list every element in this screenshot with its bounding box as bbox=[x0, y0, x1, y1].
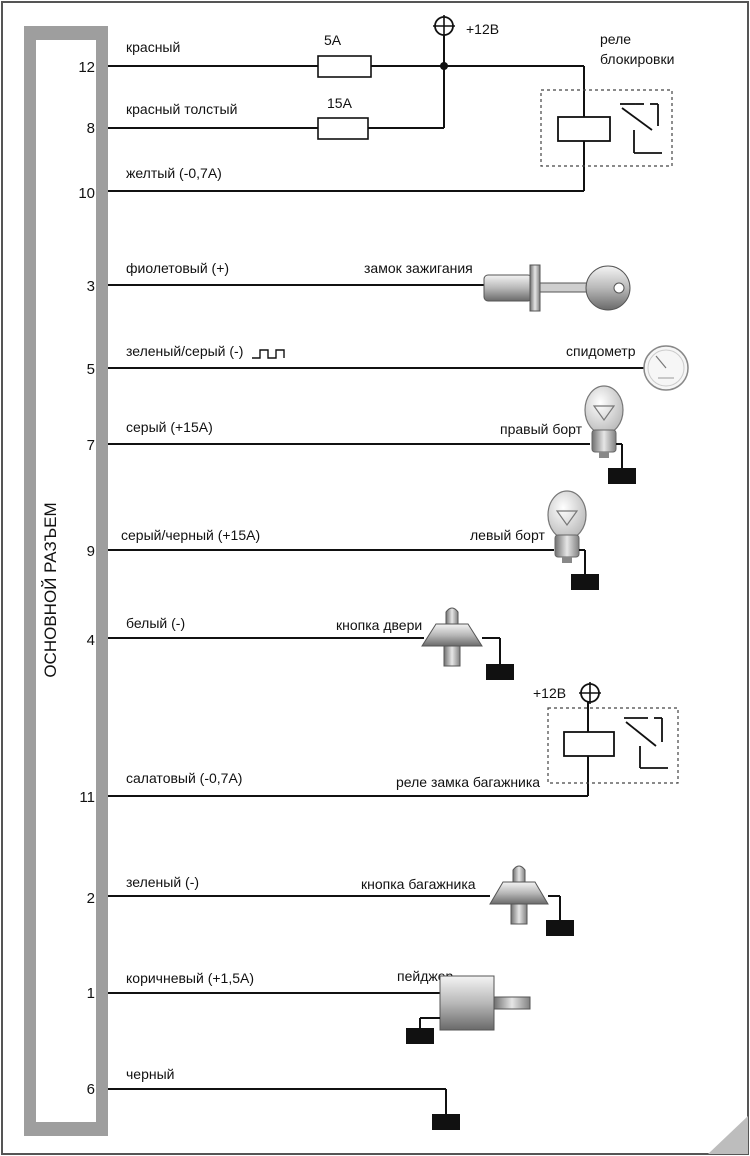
device-label: кнопка двери bbox=[336, 617, 422, 633]
wire-label: салатовый (-0,7А) bbox=[126, 770, 242, 786]
pin-number: 8 bbox=[87, 120, 95, 137]
trunk-button-section bbox=[108, 865, 574, 936]
door-button-section bbox=[108, 607, 514, 680]
device-label: реле замка багажника bbox=[396, 774, 540, 790]
pin-number: 10 bbox=[78, 185, 95, 202]
door-switch-icon bbox=[421, 607, 483, 667]
wire-label: черный bbox=[126, 1066, 174, 1082]
supply-12v-symbol bbox=[433, 15, 455, 37]
wire-label: красный bbox=[126, 39, 180, 55]
supply-label: +12В bbox=[466, 21, 499, 37]
device-label: замок зажигания bbox=[364, 260, 473, 276]
bulb-icon bbox=[547, 490, 587, 563]
power-section bbox=[108, 15, 673, 192]
connector-label: ОСНОВНОЙ РАЗЪЕМ bbox=[41, 502, 60, 677]
device-label: левый борт bbox=[470, 527, 545, 543]
speedometer-icon bbox=[643, 345, 689, 391]
fuse-rating: 5А bbox=[324, 32, 342, 48]
corner-fold bbox=[708, 1116, 748, 1154]
wire-label: белый (-) bbox=[126, 615, 185, 631]
ground-icon bbox=[486, 664, 514, 680]
pin-number: 7 bbox=[87, 437, 95, 454]
device-label: спидометр bbox=[566, 343, 636, 359]
relay-block-label: реле bbox=[600, 31, 631, 47]
wire-label: зеленый (-) bbox=[126, 874, 199, 890]
ground-icon bbox=[608, 468, 636, 484]
fuse-5a bbox=[317, 55, 372, 78]
pin-number: 2 bbox=[87, 890, 95, 907]
pin-number: 12 bbox=[78, 59, 95, 76]
wire-label: фиолетовый (+) bbox=[126, 260, 229, 276]
junction-dot bbox=[440, 62, 448, 70]
wire-label: коричневый (+1,5А) bbox=[126, 970, 254, 986]
ground-icon bbox=[406, 1028, 434, 1044]
main-connector: ОСНОВНОЙ РАЗЪЕМ bbox=[24, 26, 108, 1136]
right-lamp-section bbox=[108, 385, 636, 484]
ground-icon bbox=[546, 920, 574, 936]
wire-label: желтый (-0,7А) bbox=[126, 165, 222, 181]
trunk-switch-icon bbox=[489, 865, 549, 925]
pin-number: 6 bbox=[87, 1081, 95, 1098]
ground-wire-section bbox=[108, 1088, 460, 1130]
wire-label: зеленый/серый (-) bbox=[126, 343, 243, 359]
pulse-signal-icon bbox=[252, 349, 285, 359]
ignition-lock-section bbox=[108, 264, 631, 312]
supply-label: +12В bbox=[533, 685, 566, 701]
blocking-relay bbox=[540, 89, 673, 167]
pin-numbers: 12 8 10 3 5 7 9 4 11 2 1 6 bbox=[78, 59, 95, 1098]
fuse-15a bbox=[317, 117, 369, 140]
bulb-icon bbox=[584, 385, 624, 458]
device-label: пейджер bbox=[397, 968, 454, 984]
pager-section bbox=[108, 975, 531, 1044]
trunk-relay bbox=[547, 707, 679, 784]
supply-12v-symbol bbox=[579, 682, 601, 704]
ignition-key-icon bbox=[483, 264, 631, 312]
pin-number: 11 bbox=[79, 789, 95, 806]
device-label: кнопка багажника bbox=[361, 876, 476, 892]
ground-icon bbox=[571, 574, 599, 590]
device-label: правый борт bbox=[500, 421, 583, 437]
relay-block-label: блокировки bbox=[600, 51, 674, 67]
pin-number: 1 bbox=[87, 985, 95, 1002]
wire-label: серый (+15А) bbox=[126, 419, 213, 435]
device-labels: реле блокировки замок зажигания спидомет… bbox=[336, 31, 674, 984]
pin-number: 9 bbox=[87, 543, 95, 560]
pin-number: 3 bbox=[87, 278, 95, 295]
pager-icon bbox=[439, 975, 531, 1031]
ground-icon bbox=[432, 1114, 460, 1130]
speedometer-section bbox=[108, 345, 689, 391]
fuse-rating: 15А bbox=[327, 95, 353, 111]
wire-label: серый/черный (+15А) bbox=[121, 527, 260, 543]
left-lamp-section bbox=[108, 490, 599, 590]
trunk-relay-section bbox=[108, 682, 679, 797]
wire-label: красный толстый bbox=[126, 101, 237, 117]
wire-labels: красный красный толстый желтый (-0,7А) ф… bbox=[121, 39, 260, 1082]
pin-number: 5 bbox=[87, 361, 95, 378]
pin-number: 4 bbox=[87, 632, 95, 649]
